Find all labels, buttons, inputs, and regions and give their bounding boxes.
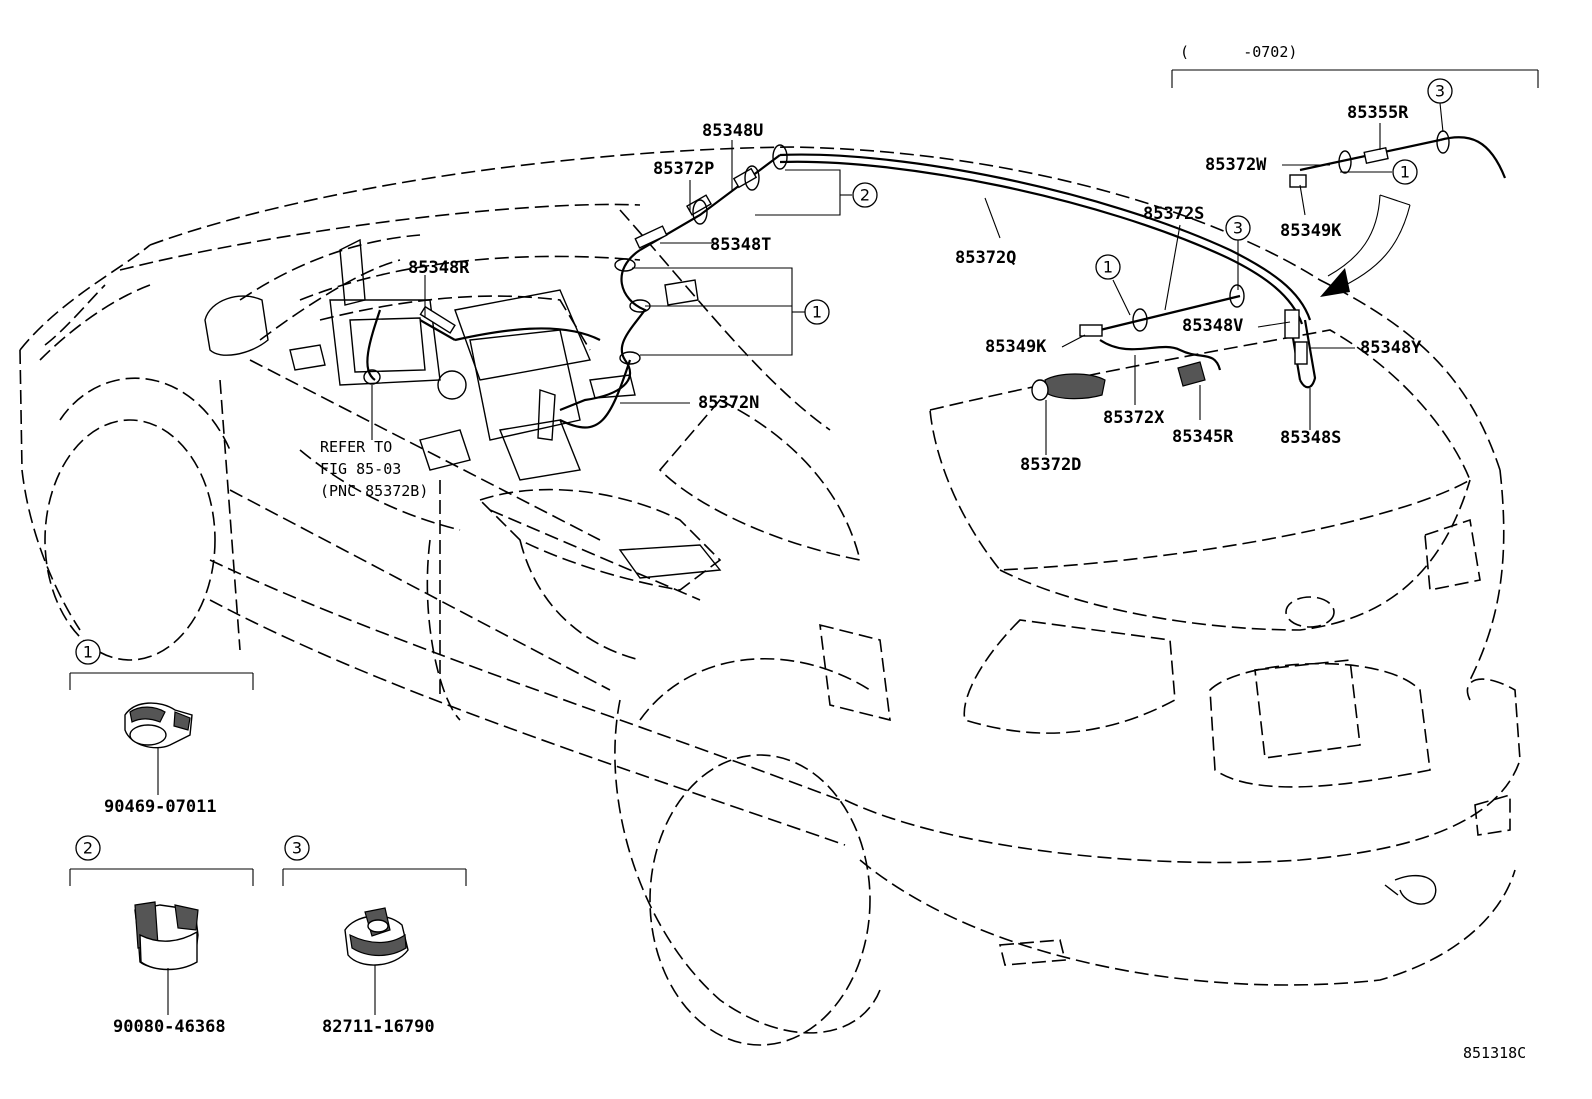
leader-lines	[371, 69, 1539, 455]
part-labels: 85348U 85372P 85348T 85348R 85372N 85372…	[408, 103, 1422, 475]
label-85372D: 85372D	[1020, 455, 1081, 475]
harness-clip-icon	[344, 907, 409, 966]
label-85345R: 85345R	[1172, 427, 1234, 447]
interior-structure	[289, 238, 722, 579]
svg-text:1: 1	[812, 303, 822, 322]
callout-3-rear: 3	[1225, 215, 1251, 241]
legend-item-1: 1 90469-07011	[69, 639, 254, 817]
callout-1-main: 1	[804, 299, 830, 325]
svg-text:3: 3	[1233, 219, 1243, 238]
svg-text:82711-16790: 82711-16790	[322, 1017, 435, 1037]
band-clamp-icon	[134, 901, 199, 971]
label-85348V: 85348V	[1182, 316, 1243, 336]
svg-text:(PNC 85372B): (PNC 85372B)	[320, 482, 428, 500]
callout-3-top-right: 3	[1427, 78, 1453, 104]
refer-note: REFER TO FIG 85-03 (PNC 85372B)	[320, 438, 428, 500]
connectors	[419, 146, 1389, 401]
label-85372P: 85372P	[653, 159, 714, 179]
svg-text:1: 1	[1103, 258, 1113, 277]
callout-2-main: 2	[852, 182, 878, 208]
svg-text:1: 1	[83, 643, 93, 662]
label-85348U: 85348U	[702, 121, 763, 141]
svg-text:2: 2	[83, 839, 93, 858]
label-85348T: 85348T	[710, 235, 771, 255]
callout-1-rear: 1	[1095, 254, 1121, 280]
date-range: ( -0702)	[1180, 43, 1297, 61]
wire-clamp-icon	[124, 702, 193, 749]
legend-item-3: 3 82711-16790	[282, 835, 467, 1037]
callout-circles: 2 1 3 1 3 1	[804, 78, 1453, 325]
label-85349K-top: 85349K	[1280, 221, 1342, 241]
legend-item-2: 2 90080-46368	[69, 835, 254, 1037]
svg-text:90469-07011: 90469-07011	[104, 797, 217, 817]
label-85355R: 85355R	[1347, 103, 1409, 123]
label-85372S: 85372S	[1143, 204, 1204, 224]
label-85348S: 85348S	[1280, 428, 1341, 448]
label-85372N: 85372N	[698, 393, 759, 413]
svg-text:1: 1	[1400, 163, 1410, 182]
svg-text:REFER TO: REFER TO	[320, 438, 392, 456]
label-85372X: 85372X	[1103, 408, 1165, 428]
vehicle-body-outline	[19, 146, 1521, 1046]
label-85372W: 85372W	[1205, 155, 1267, 175]
label-85372Q: 85372Q	[955, 248, 1016, 268]
label-85349K: 85349K	[985, 337, 1047, 357]
svg-text:3: 3	[292, 839, 302, 858]
figure-code: 851318C	[1463, 1044, 1526, 1062]
svg-text:3: 3	[1435, 82, 1445, 101]
label-85348Y: 85348Y	[1360, 338, 1422, 358]
svg-text:FIG 85-03: FIG 85-03	[320, 460, 401, 478]
svg-text:2: 2	[860, 186, 870, 205]
arrow-head-icon	[1320, 268, 1350, 297]
label-85348R: 85348R	[408, 258, 470, 278]
callout-1-top-right: 1	[1392, 159, 1418, 185]
svg-text:90080-46368: 90080-46368	[113, 1017, 226, 1037]
